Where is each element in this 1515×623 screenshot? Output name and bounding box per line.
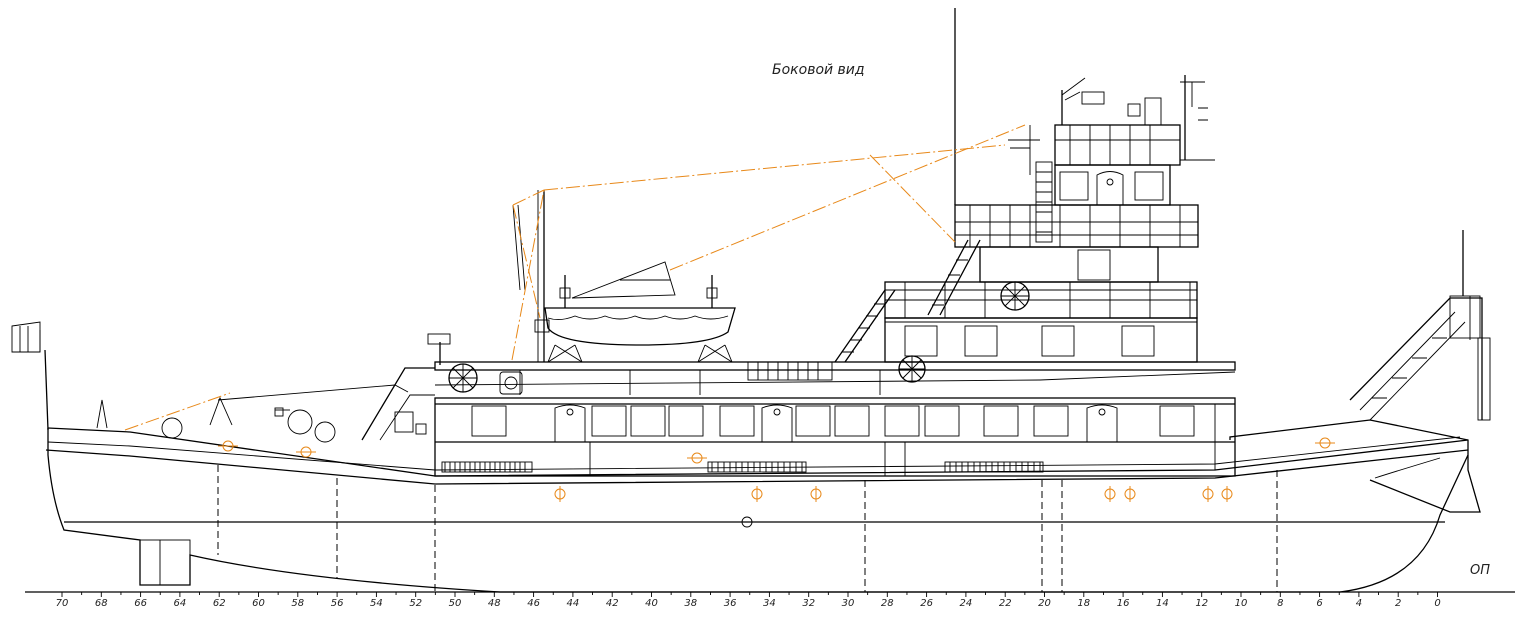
- hull: [25, 419, 1515, 593]
- frame-number-label: 60: [252, 598, 265, 609]
- frame-number-label: 18: [1077, 598, 1090, 609]
- frame-number-label: 36: [724, 598, 737, 609]
- frame-number-label: 42: [606, 598, 619, 609]
- frame-number-label: 64: [174, 598, 187, 609]
- frame-number-label: 66: [134, 598, 147, 609]
- frame-number-label: 40: [645, 598, 658, 609]
- frame-number-label: 8: [1277, 598, 1283, 609]
- frame-number-label: 44: [567, 598, 580, 609]
- stern-equipment: [11, 321, 451, 443]
- frame-number-label: 14: [1156, 598, 1169, 609]
- rigging-lines: [124, 124, 1026, 431]
- frame-number-label: 24: [960, 598, 973, 609]
- frame-number-label: 16: [1117, 598, 1130, 609]
- frame-number-label: 56: [331, 598, 344, 609]
- second-deckhouse: [834, 281, 1198, 363]
- frame-number-label: 26: [920, 598, 933, 609]
- frame-number-label: 46: [527, 598, 540, 609]
- frame-number-label: 62: [213, 598, 226, 609]
- bow-structure: [1349, 230, 1491, 421]
- frame-number-label: 52: [409, 598, 422, 609]
- frame-number-label: 50: [449, 598, 462, 609]
- lifeboat: [512, 190, 736, 363]
- frame-number-label: 38: [684, 598, 697, 609]
- porthole-markers: [218, 437, 1335, 528]
- frame-number-label: 4: [1356, 598, 1362, 609]
- drawing-title: Боковой вид: [772, 62, 865, 78]
- main-deckhouse: [361, 367, 1236, 477]
- frame-number-label: 20: [1038, 598, 1051, 609]
- frame-number-label: 28: [881, 598, 894, 609]
- frame-number-label: 58: [291, 598, 304, 609]
- frame-number-label: 6: [1316, 598, 1322, 609]
- bulkhead-lines: [217, 465, 1278, 592]
- frame-number-label: 10: [1235, 598, 1248, 609]
- baseline-label: ОП: [1470, 563, 1491, 578]
- wheelhouse: [927, 75, 1215, 316]
- frame-number-label: 70: [56, 598, 69, 609]
- frame-number-label: 0: [1434, 598, 1440, 609]
- frame-number-label: 68: [95, 598, 108, 609]
- frame-number-label: 48: [488, 598, 501, 609]
- frame-number-label: 22: [999, 598, 1012, 609]
- frame-number-label: 32: [802, 598, 815, 609]
- frame-number-label: 30: [842, 598, 855, 609]
- frame-number-label: 2: [1395, 598, 1401, 609]
- frame-number-label: 54: [370, 598, 383, 609]
- frame-number-label: 34: [763, 598, 776, 609]
- frame-number-label: 12: [1195, 598, 1208, 609]
